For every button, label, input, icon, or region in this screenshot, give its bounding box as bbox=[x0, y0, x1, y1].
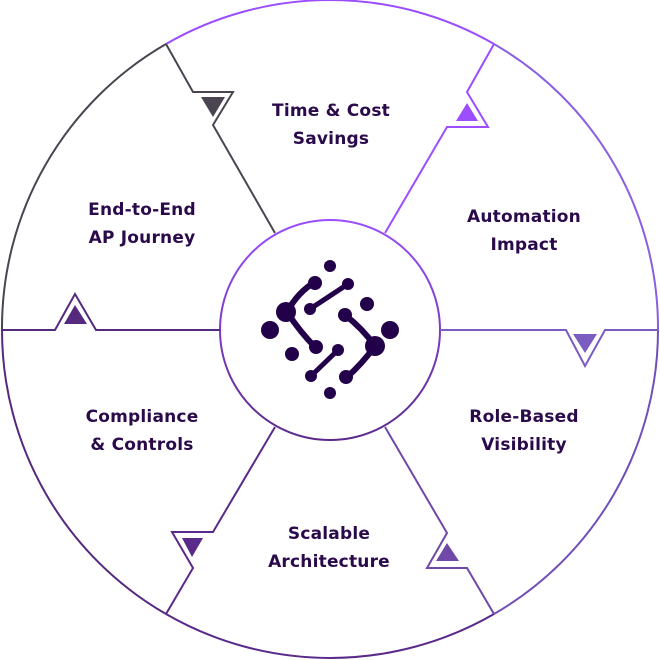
label-line: Visibility bbox=[481, 435, 567, 455]
outer-arc-bottom-right bbox=[493, 329, 659, 615]
triangle-up-icon bbox=[456, 103, 478, 121]
triangle-down-icon bbox=[201, 97, 225, 117]
divider-bottom-left bbox=[165, 426, 276, 615]
triangle-up-icon bbox=[436, 543, 459, 561]
label-line: Scalable bbox=[287, 524, 371, 544]
triangle-down-icon bbox=[182, 538, 203, 557]
segment-label-automation: Automation Impact bbox=[424, 203, 624, 259]
outer-arc-top-right bbox=[493, 43, 660, 331]
divider-left bbox=[2, 291, 220, 331]
label-line: Impact bbox=[490, 235, 558, 255]
label-line: Savings bbox=[292, 129, 370, 149]
label-line: Automation bbox=[467, 207, 581, 227]
triangle-down-icon bbox=[573, 334, 597, 353]
outer-arc-top-left bbox=[0, 43, 167, 331]
outer-arc-bottom-left bbox=[1, 329, 167, 615]
label-line: AP Journey bbox=[88, 228, 196, 248]
segment-label-compliance: Compliance & Controls bbox=[42, 403, 242, 459]
segment-label-scalable: Scalable Architecture bbox=[229, 520, 429, 576]
molecule-logo-icon bbox=[261, 260, 399, 399]
label-line: Role-Based bbox=[469, 407, 579, 427]
divider-top-left bbox=[165, 43, 276, 234]
segment-label-end-to-end: End-to-End AP Journey bbox=[42, 196, 242, 252]
outer-arc-top bbox=[165, 0, 495, 45]
triangle-up-icon bbox=[64, 305, 87, 324]
label-line: & Controls bbox=[90, 435, 194, 455]
outer-arc-bottom bbox=[165, 613, 495, 659]
divider-right bbox=[440, 329, 658, 369]
divider-top-right bbox=[384, 43, 495, 234]
label-line: Architecture bbox=[268, 552, 390, 572]
label-line: Compliance bbox=[85, 407, 199, 427]
label-line: Time & Cost bbox=[272, 101, 390, 121]
divider-bottom-right bbox=[384, 426, 495, 615]
label-line: End-to-End bbox=[88, 200, 196, 220]
segment-label-time-cost: Time & Cost Savings bbox=[231, 97, 431, 153]
segment-label-role-based: Role-Based Visibility bbox=[424, 403, 624, 459]
inner-circle bbox=[219, 219, 441, 441]
